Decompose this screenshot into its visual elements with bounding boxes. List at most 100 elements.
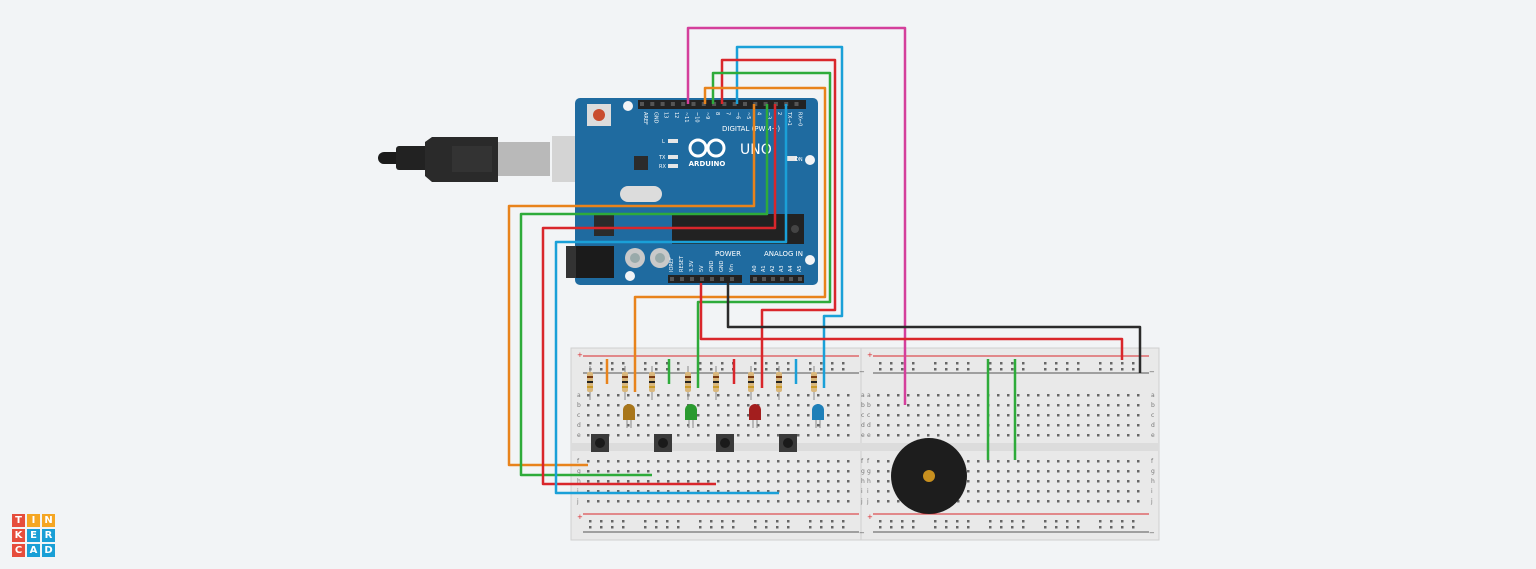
terminal-hole[interactable]	[637, 404, 640, 407]
terminal-hole[interactable]	[807, 460, 810, 463]
terminal-hole[interactable]	[977, 424, 980, 427]
rail-hole[interactable]	[1132, 362, 1135, 365]
terminal-hole[interactable]	[1087, 500, 1090, 503]
terminal-hole[interactable]	[657, 490, 660, 493]
terminal-hole[interactable]	[737, 394, 740, 397]
header-pin[interactable]	[670, 277, 674, 281]
terminal-hole[interactable]	[797, 404, 800, 407]
terminal-hole[interactable]	[677, 470, 680, 473]
terminal-hole[interactable]	[1057, 500, 1060, 503]
terminal-hole[interactable]	[607, 460, 610, 463]
rail-hole[interactable]	[787, 526, 790, 529]
terminal-hole[interactable]	[1077, 414, 1080, 417]
terminal-hole[interactable]	[1067, 394, 1070, 397]
rail-hole[interactable]	[809, 526, 812, 529]
rail-hole[interactable]	[611, 526, 614, 529]
terminal-hole[interactable]	[837, 414, 840, 417]
rail-hole[interactable]	[699, 526, 702, 529]
terminal-hole[interactable]	[727, 404, 730, 407]
terminal-hole[interactable]	[1137, 460, 1140, 463]
rail-hole[interactable]	[1066, 526, 1069, 529]
terminal-hole[interactable]	[927, 394, 930, 397]
terminal-hole[interactable]	[987, 460, 990, 463]
header-pin[interactable]	[762, 277, 766, 281]
rail-hole[interactable]	[754, 362, 757, 365]
rail-hole[interactable]	[699, 362, 702, 365]
terminal-hole[interactable]	[687, 434, 690, 437]
header-pin[interactable]	[794, 102, 799, 106]
terminal-hole[interactable]	[897, 404, 900, 407]
terminal-hole[interactable]	[647, 490, 650, 493]
terminal-hole[interactable]	[837, 470, 840, 473]
terminal-hole[interactable]	[977, 480, 980, 483]
terminal-hole[interactable]	[807, 480, 810, 483]
terminal-hole[interactable]	[707, 394, 710, 397]
rail-hole[interactable]	[787, 362, 790, 365]
terminal-hole[interactable]	[1107, 500, 1110, 503]
terminal-hole[interactable]	[807, 470, 810, 473]
terminal-hole[interactable]	[887, 394, 890, 397]
rail-hole[interactable]	[1110, 520, 1113, 523]
terminal-hole[interactable]	[1037, 394, 1040, 397]
terminal-hole[interactable]	[1047, 424, 1050, 427]
terminal-hole[interactable]	[887, 424, 890, 427]
terminal-hole[interactable]	[637, 490, 640, 493]
terminal-hole[interactable]	[997, 500, 1000, 503]
terminal-hole[interactable]	[1027, 480, 1030, 483]
terminal-hole[interactable]	[1047, 460, 1050, 463]
terminal-hole[interactable]	[797, 500, 800, 503]
rail-hole[interactable]	[666, 520, 669, 523]
terminal-hole[interactable]	[777, 434, 780, 437]
terminal-hole[interactable]	[827, 490, 830, 493]
terminal-hole[interactable]	[757, 460, 760, 463]
terminal-hole[interactable]	[667, 490, 670, 493]
terminal-hole[interactable]	[1137, 470, 1140, 473]
rail-hole[interactable]	[956, 520, 959, 523]
rail-hole[interactable]	[600, 362, 603, 365]
terminal-hole[interactable]	[1097, 500, 1100, 503]
terminal-hole[interactable]	[687, 500, 690, 503]
terminal-hole[interactable]	[1007, 434, 1010, 437]
terminal-hole[interactable]	[1077, 424, 1080, 427]
terminal-hole[interactable]	[597, 414, 600, 417]
rail-hole[interactable]	[1132, 526, 1135, 529]
rail-hole[interactable]	[754, 526, 757, 529]
terminal-hole[interactable]	[647, 414, 650, 417]
terminal-hole[interactable]	[677, 490, 680, 493]
terminal-hole[interactable]	[627, 460, 630, 463]
header-pin[interactable]	[681, 102, 686, 106]
terminal-hole[interactable]	[767, 460, 770, 463]
header-pin[interactable]	[771, 277, 775, 281]
rail-hole[interactable]	[1055, 526, 1058, 529]
terminal-hole[interactable]	[707, 434, 710, 437]
terminal-hole[interactable]	[1097, 480, 1100, 483]
terminal-hole[interactable]	[1007, 470, 1010, 473]
terminal-hole[interactable]	[1037, 500, 1040, 503]
jumper-wire[interactable]	[726, 283, 1142, 373]
rail-hole[interactable]	[956, 526, 959, 529]
rail-hole[interactable]	[820, 368, 823, 371]
terminal-hole[interactable]	[747, 394, 750, 397]
terminal-hole[interactable]	[587, 490, 590, 493]
terminal-hole[interactable]	[907, 424, 910, 427]
terminal-hole[interactable]	[587, 434, 590, 437]
rail-hole[interactable]	[666, 362, 669, 365]
rail-hole[interactable]	[945, 362, 948, 365]
terminal-hole[interactable]	[587, 500, 590, 503]
rail-hole[interactable]	[1132, 368, 1135, 371]
terminal-hole[interactable]	[1087, 424, 1090, 427]
terminal-hole[interactable]	[987, 490, 990, 493]
terminal-hole[interactable]	[707, 470, 710, 473]
terminal-hole[interactable]	[637, 470, 640, 473]
terminal-hole[interactable]	[707, 404, 710, 407]
rail-hole[interactable]	[776, 520, 779, 523]
rail-hole[interactable]	[890, 526, 893, 529]
terminal-hole[interactable]	[967, 434, 970, 437]
terminal-hole[interactable]	[647, 394, 650, 397]
rail-hole[interactable]	[1099, 520, 1102, 523]
rail-hole[interactable]	[776, 362, 779, 365]
terminal-hole[interactable]	[617, 394, 620, 397]
terminal-hole[interactable]	[787, 414, 790, 417]
terminal-hole[interactable]	[937, 434, 940, 437]
terminal-hole[interactable]	[1087, 460, 1090, 463]
